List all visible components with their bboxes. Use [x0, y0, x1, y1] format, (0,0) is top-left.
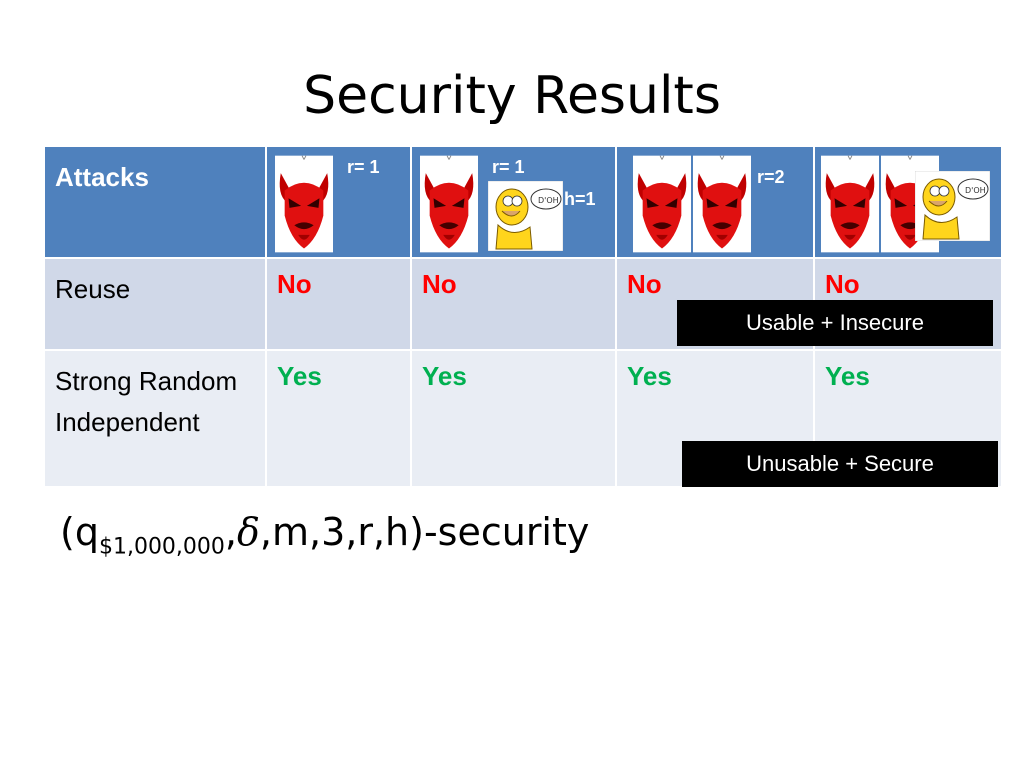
slide-title: Security Results — [303, 66, 721, 126]
value-cell: Yes — [265, 349, 412, 488]
devil-icon — [693, 155, 751, 253]
value-yes: Yes — [627, 361, 672, 391]
r-tag: r= 1 — [492, 157, 525, 177]
header-cell-attack-1: r= 1 — [265, 145, 412, 259]
value-no: No — [277, 269, 312, 299]
security-formula: (q$1,000,000,δ,m,3,r,h)-security — [60, 510, 589, 560]
value-cell: No — [265, 257, 412, 351]
devil-icon — [420, 155, 478, 253]
table-header-row: Attacks r= 1 r= 1 h=1 r=2 — [43, 145, 1003, 259]
value-cell: Yes — [410, 349, 617, 488]
h-tag: h=1 — [564, 189, 596, 209]
value-cell: No — [410, 257, 617, 351]
header-cell-attack-4 — [813, 145, 1003, 259]
r-tag: r=2 — [757, 167, 785, 187]
r-tag: r= 1 — [347, 157, 380, 177]
value-no: No — [825, 269, 860, 299]
row-label-cell: Reuse — [43, 257, 267, 351]
formula-subscript: $1,000,000 — [98, 534, 225, 560]
devil-icon — [275, 155, 333, 253]
row-label: Reuse — [55, 274, 131, 304]
value-yes: Yes — [422, 361, 467, 391]
usable-insecure-banner: Usable + Insecure — [677, 300, 993, 346]
formula-delta: δ — [237, 510, 260, 554]
formula-open: (q — [60, 510, 99, 554]
row-label: Strong Random Independent — [55, 366, 238, 437]
value-no: No — [422, 269, 457, 299]
homer-doh-icon — [488, 181, 563, 251]
devil-icon — [633, 155, 691, 253]
devil-icon — [821, 155, 879, 253]
row-label-cell: Strong Random Independent — [43, 349, 267, 488]
header-label: Attacks — [55, 162, 149, 192]
header-cell-attacks: Attacks — [43, 145, 267, 259]
formula-rest: ,m,3,r,h)-security — [259, 510, 590, 554]
value-yes: Yes — [825, 361, 870, 391]
formula-comma: , — [224, 510, 238, 554]
homer-doh-icon — [915, 171, 990, 241]
value-yes: Yes — [277, 361, 322, 391]
header-cell-attack-2: r= 1 h=1 — [410, 145, 617, 259]
header-cell-attack-3: r=2 — [615, 145, 815, 259]
unusable-secure-banner: Unusable + Secure — [682, 441, 998, 487]
value-no: No — [627, 269, 662, 299]
